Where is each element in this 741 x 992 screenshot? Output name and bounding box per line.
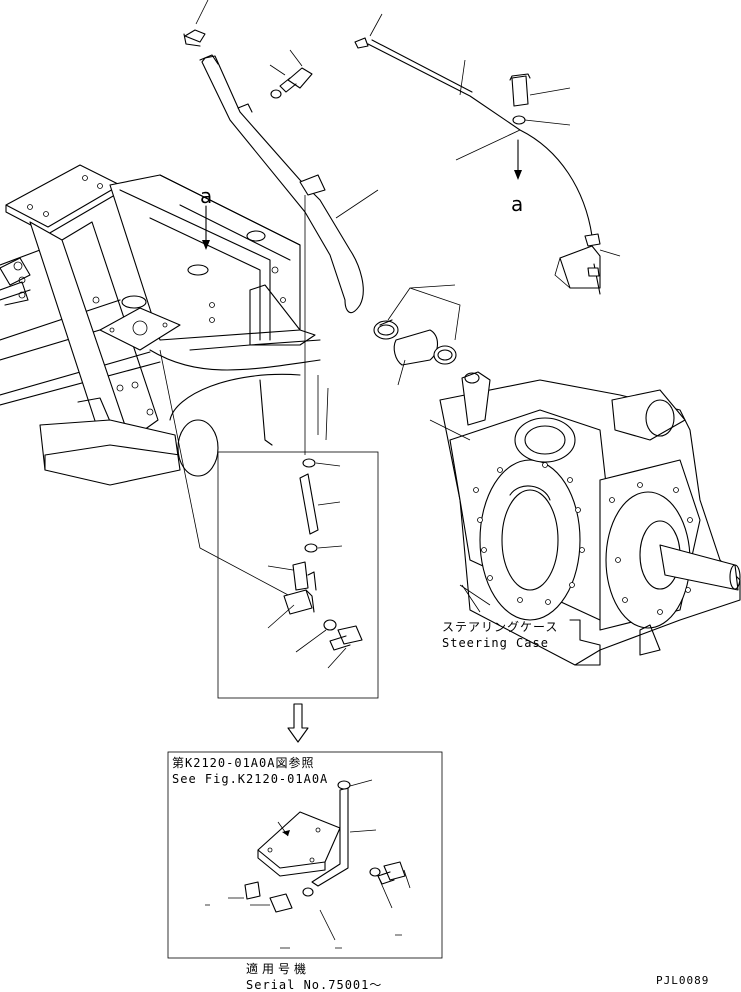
dipstick-cable: [354, 13, 621, 295]
view-letter-frame: a: [200, 184, 213, 208]
view-letter-cable: a: [511, 192, 524, 216]
serial-jp: 適用号機: [246, 962, 311, 976]
steering-case: [429, 371, 741, 666]
reference-box: [167, 751, 443, 959]
hose-clamps: [335, 189, 461, 386]
reference-jp: 第K2120-01A0A図参照: [172, 756, 315, 770]
bolt-washer-top: [269, 49, 313, 99]
reference-en: See Fig.K2120-01A0A: [172, 772, 329, 786]
filler-pipe: [183, 0, 364, 314]
steering-case-en: Steering Case: [442, 636, 549, 650]
detail-box: [159, 349, 379, 699]
steering-case-leader: [461, 584, 481, 613]
steering-case-jp: ステアリングケース: [442, 620, 559, 634]
steering-case-bolts: [473, 462, 693, 615]
down-arrow: [287, 703, 309, 743]
main-frame: [0, 164, 321, 486]
bolt-washer-right: [455, 73, 571, 161]
drawing-code: PJL0089: [656, 974, 710, 987]
serial-en: Serial No.75001～: [246, 978, 383, 992]
